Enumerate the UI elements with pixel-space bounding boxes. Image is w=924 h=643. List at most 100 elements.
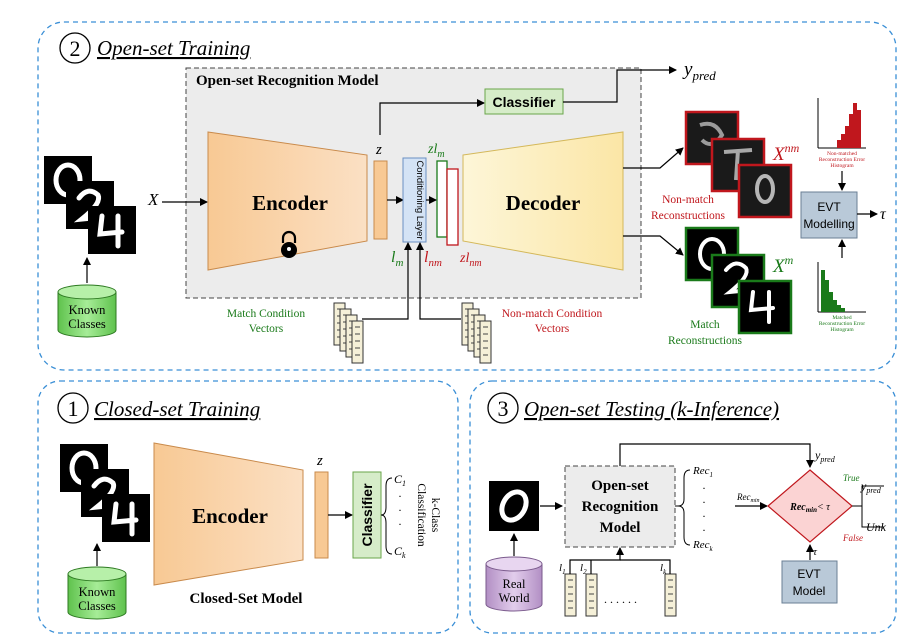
nonmatch-reconstructions [684,110,793,219]
test-input-digit [489,481,539,531]
z-to-classifier-arrow [379,99,485,135]
panel-number: 1 [68,396,79,421]
evt-model-line1: EVT [797,567,821,581]
unk-label: Unk [866,520,887,534]
false-branch [861,506,884,528]
real-world-db [485,556,543,612]
decoder-to-nonmatch-arrow [623,147,684,169]
panel-title: Open-set Training [97,36,250,60]
panel-closed-set-training [37,380,459,634]
nonmatch-recon-line2: Reconstructions [651,210,726,222]
decision-label: Recmin< τ [789,502,830,514]
recmin-label: Recmin [736,492,760,504]
l2-label: l2 [580,562,587,576]
panel-number-circle [487,392,519,424]
osr-model-title: Open-set Recognition Model [196,73,378,89]
match-condition-vectors [333,302,364,364]
evt-model-line2: Model [793,584,826,598]
test-osr-model-box [564,465,676,548]
test-model-line3: Model [600,520,641,536]
evt-model-box [781,560,838,604]
decoder-label: Decoder [506,191,581,215]
match-recon-line1: Match [690,319,720,331]
closed-classifier-box [352,471,382,559]
reck-label: Reck [692,539,713,553]
svg-text:·: · [702,495,706,509]
nonmatch-condition-vectors [461,302,492,364]
evt-modelling-box [800,191,858,239]
tau-label: τ [880,206,887,223]
svg-text:·: · [702,481,706,495]
osr-classifier-label: Classifier [492,94,556,110]
z-label: z [375,142,382,158]
closed-z-label: z [316,453,323,469]
closed-known-classes-db [67,566,127,620]
match-vectors-line2: Vectors [249,323,284,335]
conditioning-label: Conditioning Layer [414,160,425,239]
l-m-label: lm [391,249,403,269]
x-label: X [147,190,159,209]
panel-title: Closed-set Training [94,397,260,421]
closed-z-bar [314,471,329,559]
true-branch [852,485,884,507]
l-nm-label: lnm [424,249,442,269]
osr-classifier-box [484,88,564,115]
hist-m-line2: Reconstruction Error [819,321,865,327]
nonmatch-vector-arrow [416,242,461,320]
real-world-line1: Real [503,577,526,591]
l1-label: l1 [559,562,566,576]
decoder-block [462,131,624,271]
zl-nm-label: zlnm [459,251,482,269]
match-reconstructions [684,226,793,335]
ypred-label: ypred [682,59,716,83]
panel-number: 3 [498,396,509,421]
classifier-to-ypred-arrow [563,66,677,103]
kclass-line1: k-Class [429,498,441,533]
svg-text:·: · [398,517,402,531]
rec-brace [677,469,691,546]
closed-output-brace [380,477,393,555]
nonmatch-vectors-line1: Non-match Condition [502,308,603,320]
test-model-line2: Recognition [582,499,659,515]
nonmatch-recon-line1: Non-match [662,194,714,206]
encoder-block [207,131,368,271]
zl-nm-bar [446,168,459,246]
closed-encoder-block [153,442,304,586]
svg-text:·: · [702,509,706,523]
panel-number-circle [59,32,91,64]
match-vectors-line1: Match Condition [227,308,306,320]
panel-title: Open-set Testing (k-Inference) [524,397,779,421]
true-label: True [843,473,860,483]
encoder-label: Encoder [252,191,328,215]
decision-diamond [767,469,853,543]
closed-input-digits [60,444,150,542]
svg-text:·: · [702,523,706,537]
lock-icon [281,230,297,258]
test-tau-label: τ [813,546,818,558]
hist-nm-line3: Histogram [830,163,854,169]
x-m-label: Xm [772,253,794,277]
x-nm-label: Xnm [772,141,800,165]
c1-label: C1 [394,472,406,488]
closed-classifier-label: Classifier [359,483,375,547]
kclass-line2: Classification [415,483,427,546]
lk-label: lk [660,562,667,576]
closed-model-caption: Closed-Set Model [190,591,303,607]
c-dots: · [398,489,402,503]
nonmatched-histogram [817,98,866,149]
rec1-label: Rec1 [692,465,713,479]
closed-known-line2: Classes [78,599,116,613]
matched-histogram [817,262,866,313]
out-ypred-label: ypred [860,479,882,495]
hist-m-line3: Histogram [830,327,854,333]
latent-z-bar [373,160,388,240]
input-digits [44,156,136,254]
match-vector-arrow [362,242,412,320]
panel-number-circle [57,392,89,424]
nonmatch-vectors-line2: Vectors [535,323,570,335]
panel-open-set-training [37,21,897,371]
real-world-line2: World [499,591,531,605]
evt-line2: Modelling [803,217,854,231]
zl-m-bar [436,160,448,238]
